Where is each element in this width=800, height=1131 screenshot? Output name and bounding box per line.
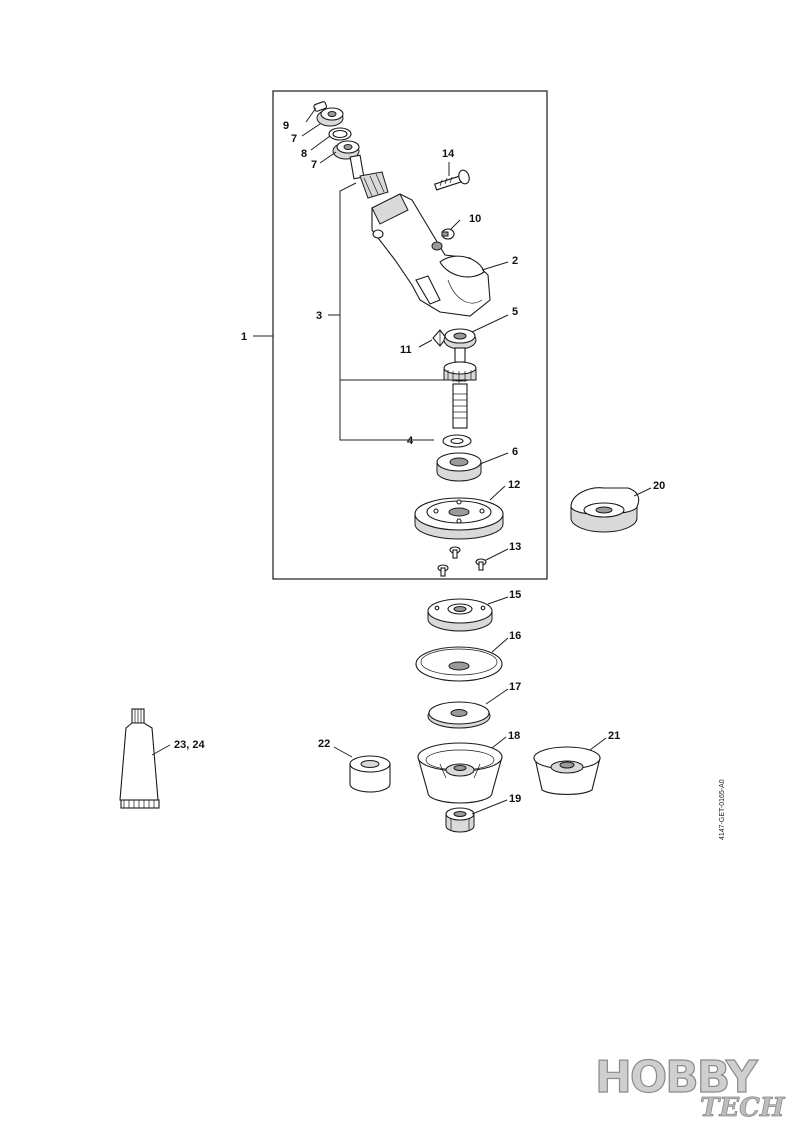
- part-9-grease-nipple: [313, 101, 327, 112]
- part-17-washer: [427, 701, 491, 729]
- callout-3: 3: [316, 310, 322, 322]
- callout-11: 11: [400, 344, 412, 356]
- callout-12: 12: [508, 479, 520, 491]
- callout-5: 5: [512, 306, 518, 318]
- part-12-flange: [414, 497, 504, 540]
- part-15-thrust-plate: [427, 598, 493, 632]
- callout-1: 1: [241, 331, 247, 343]
- part-22-bushing: [349, 755, 391, 793]
- part-14-bolt: [434, 169, 470, 191]
- part-8-ring: [328, 127, 352, 141]
- callout-16: 16: [509, 630, 521, 642]
- part-16-disc: [415, 646, 503, 682]
- part-6-bearing: [436, 452, 482, 482]
- part-7-bearing-top: [316, 107, 344, 127]
- callout-7-top: 7: [291, 133, 297, 145]
- part-21-cup: [533, 746, 601, 795]
- callout-7-bottom: 7: [311, 159, 317, 171]
- callout-6: 6: [512, 446, 518, 458]
- part-20-flange: [570, 487, 640, 533]
- part-7-bearing-bottom: [332, 140, 360, 160]
- part-23-24-grease-tube: [119, 708, 160, 809]
- callout-23-24: 23, 24: [174, 739, 205, 751]
- part-19-nut: [445, 807, 475, 833]
- callout-17: 17: [509, 681, 521, 693]
- pinion-shaft: [349, 154, 389, 199]
- callout-21: 21: [608, 730, 620, 742]
- callout-8: 8: [301, 148, 307, 160]
- callout-4: 4: [407, 435, 414, 447]
- callout-20: 20: [653, 480, 665, 492]
- watermark-line1: HOBBY: [595, 1052, 759, 1103]
- callout-18: 18: [508, 730, 520, 742]
- part-4-washer: [442, 434, 472, 448]
- leader-lines: [151, 107, 652, 815]
- callout-19: 19: [509, 793, 521, 805]
- watermark-logo: HOBBY TECH: [594, 1051, 786, 1123]
- callout-13: 13: [509, 541, 521, 553]
- callout-10: 10: [469, 213, 481, 225]
- output-gear-shaft: [443, 347, 477, 429]
- part-18-cup: [417, 742, 503, 804]
- part-10-screw: [441, 228, 455, 240]
- assembly-frame: [272, 90, 548, 580]
- part-5-bearing: [443, 328, 477, 350]
- callout-9: 9: [283, 120, 289, 132]
- callout-14: 14: [442, 148, 455, 160]
- part-2-gear-housing: [371, 193, 491, 317]
- watermark-line2: TECH: [700, 1093, 786, 1123]
- part-13-screws: [437, 546, 487, 577]
- callout-22: 22: [318, 738, 330, 750]
- callout-15: 15: [509, 589, 521, 601]
- drawing-code: 4147-GET-0165-A0: [719, 779, 726, 840]
- callout-2: 2: [512, 255, 518, 267]
